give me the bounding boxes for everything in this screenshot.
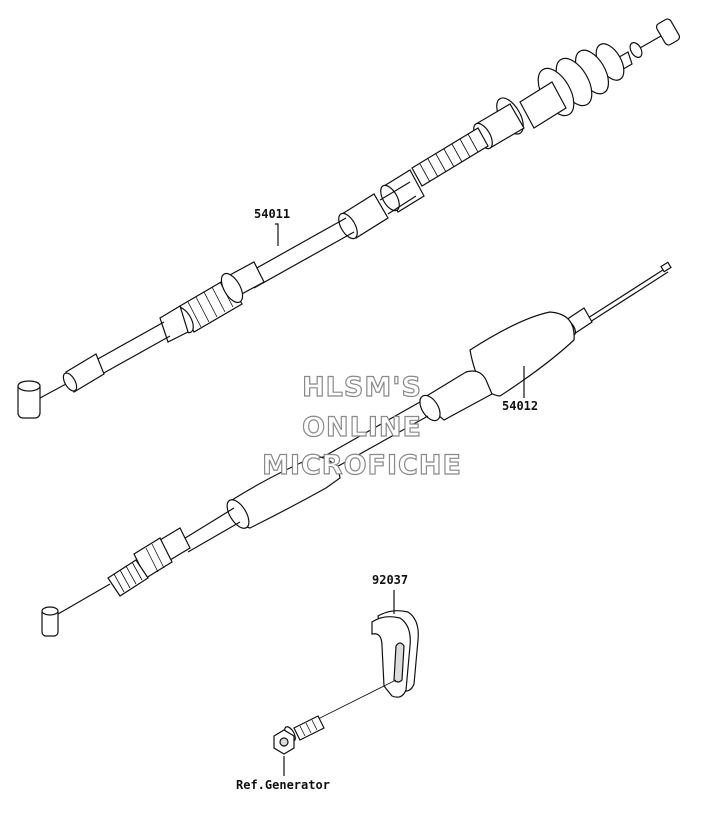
callout-ref-generator: Ref.Generator [236,756,330,792]
callout-54011: 54011 [254,207,290,246]
part-number-54011: 54011 [254,207,290,221]
clutch-cable-54011[interactable] [17,18,681,419]
callout-92037: 92037 [372,573,408,614]
cable-housing [245,181,417,289]
bolt [273,679,397,755]
watermark-line-1: HLSM'S [302,372,422,403]
callout-54012: 54012 [502,366,538,413]
watermark-line-3: MICROFICHE [262,450,462,481]
part-number-92037: 92037 [372,573,408,587]
lower-cable-housing [181,507,241,553]
lower-adjuster [159,261,265,343]
throttle-cable-54012[interactable] [41,261,672,637]
ref-generator-label: Ref.Generator [236,778,330,792]
part-number-54012: 54012 [502,399,538,413]
cable-sleeve [338,193,389,240]
watermark: HLSM'S ONLINE MICROFICHE [261,371,462,481]
watermark-line-2: ONLINE [302,412,422,443]
cable-clamp-92037[interactable] [371,610,419,698]
cable-end-top [629,18,681,58]
hex-nut-adjuster [107,527,191,597]
cable-tip [587,261,672,323]
lower-housing [17,321,171,419]
lower-cable-end [41,583,111,637]
upper-sleeve [418,311,575,422]
rubber-boot [496,43,633,135]
lower-sleeve [226,455,341,529]
adjuster [380,103,525,213]
